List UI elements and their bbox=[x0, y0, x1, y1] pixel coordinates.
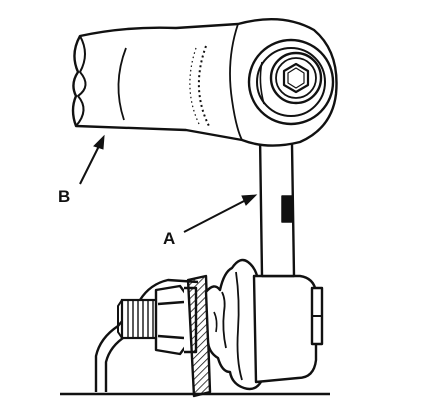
callout-b: B bbox=[58, 134, 105, 206]
callout-b-arrowhead bbox=[93, 134, 105, 150]
callout-a: A bbox=[163, 194, 258, 248]
callout-a-leader bbox=[183, 199, 247, 233]
callout-b-leader bbox=[79, 143, 101, 185]
callout-b-label: B bbox=[58, 187, 70, 206]
castle-nut bbox=[154, 284, 198, 356]
callout-a-label: A bbox=[163, 229, 175, 248]
socket-bolt bbox=[247, 38, 335, 126]
ball-joint-housing bbox=[252, 274, 324, 384]
callout-a-arrowhead bbox=[241, 194, 258, 206]
tie-rod-end-shaft bbox=[258, 135, 296, 278]
knuckle-arm-section bbox=[186, 274, 212, 398]
